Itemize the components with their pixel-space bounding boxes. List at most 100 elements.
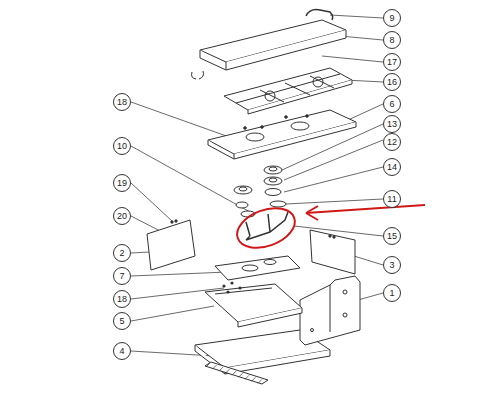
- leader-lines: [294, 226, 383, 236]
- callout-circle: 17: [383, 53, 401, 71]
- callout-circle: 5: [113, 312, 131, 330]
- screws: [230, 281, 233, 284]
- grate: [313, 77, 323, 87]
- leader-lines: [354, 256, 383, 265]
- side-panel-right: [333, 236, 335, 238]
- leader-lines: [348, 104, 383, 120]
- leader-lines: [131, 272, 228, 276]
- leader-lines: [358, 293, 383, 300]
- heat-plate: [242, 265, 258, 271]
- cooktop-panel: [234, 122, 356, 159]
- drip-tray: [215, 288, 272, 294]
- grate: [265, 91, 275, 101]
- highlight: [306, 206, 318, 220]
- cooktop-panel: [208, 140, 234, 159]
- heat-plate: [215, 256, 300, 280]
- callout-number: 14: [387, 163, 397, 172]
- cooktop-panel: [285, 116, 288, 119]
- callout-number: 18: [117, 98, 127, 107]
- side-bracket: [311, 329, 314, 332]
- side-bracket: [300, 276, 360, 345]
- leader-lines: [131, 183, 172, 221]
- burners: [265, 189, 281, 196]
- side-panel-right: [310, 230, 355, 274]
- callout-number: 3: [389, 261, 394, 270]
- lid: [192, 71, 204, 79]
- valves: [270, 201, 286, 207]
- callout-number: 2: [119, 249, 124, 258]
- lid-handle: [306, 10, 333, 20]
- grate: [236, 74, 340, 103]
- lid: [226, 30, 346, 70]
- base-grille: [226, 369, 230, 373]
- screws: [222, 281, 241, 293]
- side-panel-left: [147, 220, 195, 270]
- callout-circle: 16: [383, 73, 401, 91]
- drip-tray: [238, 308, 302, 327]
- leader-lines: [131, 252, 150, 253]
- cooktop-panel: [244, 115, 309, 130]
- callout-number: 4: [119, 347, 124, 356]
- callout-number: 20: [117, 212, 127, 221]
- burners: [264, 166, 282, 174]
- leader-lines: [322, 56, 383, 62]
- leader-lines: [284, 167, 383, 192]
- callout-number: 6: [389, 100, 394, 109]
- callout-circle: 18: [113, 290, 131, 308]
- callout-number: 1: [389, 289, 394, 298]
- callout-circle: 2: [113, 244, 131, 262]
- valves: [236, 202, 248, 208]
- cooktop-panel: [244, 127, 247, 130]
- base-plate: [195, 345, 225, 374]
- callout-circle: 18: [113, 93, 131, 111]
- lid: [192, 20, 347, 79]
- base-plate: [225, 350, 330, 374]
- side-bracket: [300, 276, 360, 345]
- callout-circle: 9: [383, 9, 401, 27]
- leader-lines: [286, 199, 383, 204]
- lid: [200, 50, 226, 70]
- leader-lines: [131, 102, 232, 138]
- screws: [222, 284, 225, 287]
- burners: [239, 187, 247, 191]
- callout-number: 7: [119, 272, 124, 281]
- callout-number: 17: [387, 58, 397, 67]
- cooktop-panel: [246, 133, 264, 141]
- side-bracket: [343, 313, 347, 317]
- side-panel-left: [147, 220, 195, 270]
- callout-circle: 20: [113, 207, 131, 225]
- grate: [224, 68, 352, 114]
- highlight: [232, 201, 301, 255]
- callout-number: 11: [387, 195, 396, 204]
- heat-plate: [215, 256, 300, 280]
- leader-lines: [131, 15, 383, 356]
- base-grille: [206, 363, 210, 367]
- callout-number: 15: [387, 232, 397, 241]
- heat-plate: [264, 260, 276, 265]
- side-bracket: [330, 285, 331, 332]
- base-grille: [232, 371, 236, 375]
- leader-lines: [131, 216, 162, 232]
- leader-lines: [284, 140, 383, 180]
- cooktop-panel: [208, 110, 356, 159]
- callout-circle: 3: [383, 256, 401, 274]
- callout-number: 5: [119, 317, 124, 326]
- callout-circle: 8: [383, 31, 401, 49]
- cooktop-panel: [291, 122, 309, 130]
- base-grille: [245, 375, 249, 379]
- leader-lines: [330, 15, 383, 18]
- callout-circle: 11: [383, 190, 401, 208]
- callout-circle: 7: [113, 267, 131, 285]
- base-grille: [239, 373, 243, 377]
- burners: [264, 177, 282, 185]
- callout-circle: 12: [383, 133, 401, 151]
- callout-circle: 13: [383, 115, 401, 133]
- burners: [269, 167, 277, 171]
- callout-number: 18: [117, 295, 127, 304]
- cooktop-panel: [306, 115, 309, 118]
- callout-circle: 15: [383, 227, 401, 245]
- burners: [234, 166, 282, 196]
- base-plate: [205, 362, 268, 384]
